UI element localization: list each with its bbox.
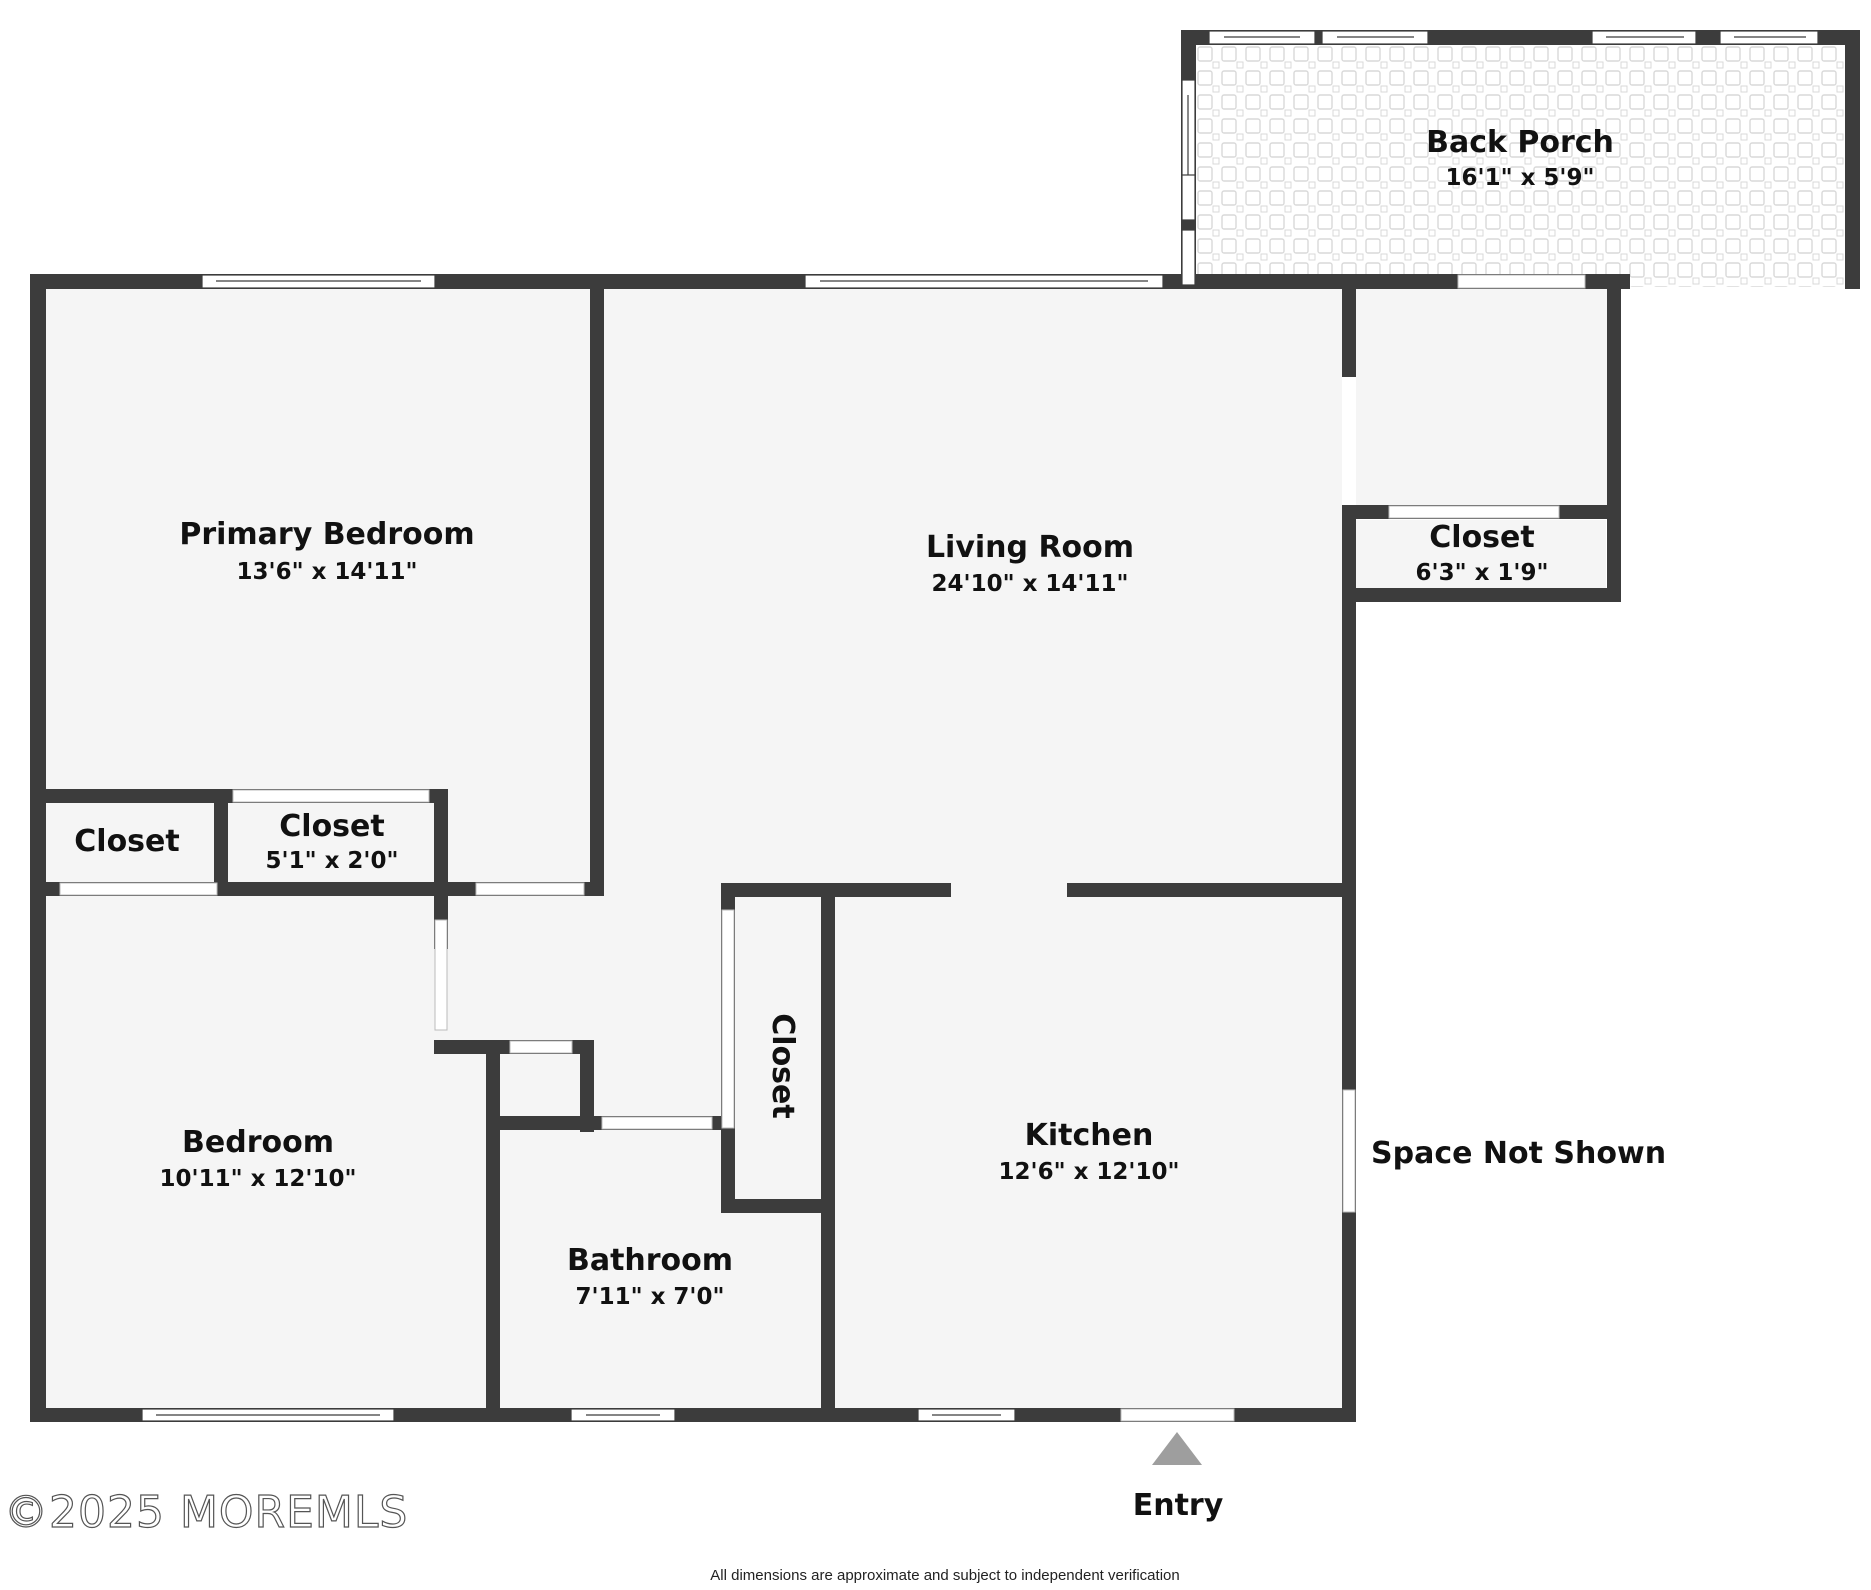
door-linen[interactable] <box>509 1040 573 1054</box>
doors <box>59 274 1586 1422</box>
room-bedroom: Bedroom 10'11" x 12'10" <box>160 1125 357 1192</box>
window-porch-top-4 <box>1719 30 1819 45</box>
window-kitchen <box>917 1408 1016 1422</box>
room-closet-5x2: Closet 5'1" x 2'0" <box>266 809 399 874</box>
door-bedroom[interactable] <box>434 919 448 1031</box>
room-name: Bedroom <box>182 1125 334 1160</box>
space-not-shown-label: Space Not Shown <box>1371 1136 1666 1171</box>
door-space-not-shown[interactable] <box>1342 1089 1356 1213</box>
disclaimer-text: All dimensions are approximate and subje… <box>710 1567 1179 1584</box>
room-name: Closet <box>765 1013 800 1118</box>
room-name: Closet <box>279 809 384 844</box>
room-name: Bathroom <box>567 1243 733 1278</box>
window-porch-top-3 <box>1591 30 1697 45</box>
room-name: Closet <box>74 824 179 859</box>
entry-arrow-icon <box>1152 1432 1202 1465</box>
room-dimensions: 6'3" x 1'9" <box>1416 560 1549 586</box>
window-bedroom <box>141 1408 395 1422</box>
room-dimensions: 10'11" x 12'10" <box>160 1166 357 1192</box>
window-porch-top-1 <box>1208 30 1316 45</box>
room-bathroom: Bathroom 7'11" x 7'0" <box>567 1243 733 1310</box>
room-closet-right: Closet 6'3" x 1'9" <box>1416 520 1549 586</box>
door-bathroom[interactable] <box>601 1116 713 1130</box>
window-primary-bedroom <box>201 274 436 289</box>
room-name: Back Porch <box>1426 125 1614 160</box>
door-primary-bedroom[interactable] <box>475 882 585 896</box>
room-dimensions: 12'6" x 12'10" <box>999 1159 1180 1185</box>
main-floor <box>46 289 1342 1409</box>
window-porch-top-2 <box>1321 30 1429 45</box>
room-name: Primary Bedroom <box>179 517 474 552</box>
room-dimensions: 13'6" x 14'11" <box>237 559 418 585</box>
window-porch-left-1 <box>1181 79 1196 189</box>
room-dimensions: 5'1" x 2'0" <box>266 848 399 874</box>
door-hall-closet[interactable] <box>721 909 735 1129</box>
room-closet-hall: Closet <box>765 1013 800 1118</box>
windows <box>141 30 1819 1422</box>
room-back-porch: Back Porch 16'1" x 5'9" <box>1426 125 1614 191</box>
room-living-room: Living Room 24'10" x 14'11" <box>926 530 1134 597</box>
room-name: Living Room <box>926 530 1134 565</box>
room-dimensions: 24'10" x 14'11" <box>932 571 1129 597</box>
room-dimensions: 7'11" x 7'0" <box>576 1284 725 1310</box>
entry-label: Entry <box>1133 1488 1224 1523</box>
floors <box>46 45 1846 1409</box>
door-left-closet[interactable] <box>59 882 218 896</box>
door-closet-5x2[interactable] <box>232 789 430 803</box>
room-primary-bedroom: Primary Bedroom 13'6" x 14'11" <box>179 517 474 585</box>
hall-alcove-floor <box>1356 289 1616 507</box>
room-name: Kitchen <box>1025 1118 1154 1153</box>
window-bathroom <box>570 1408 676 1422</box>
window-living-room <box>804 274 1164 289</box>
window-porch-left-3 <box>1181 174 1196 221</box>
room-closet-left: Closet <box>74 824 179 859</box>
window-porch-left-2 <box>1181 229 1196 286</box>
copyright-watermark: ©2025 MOREMLS <box>4 1487 408 1538</box>
door-back-porch[interactable] <box>1457 274 1586 289</box>
room-name: Closet <box>1429 520 1534 555</box>
door-right-closet[interactable] <box>1388 505 1560 519</box>
back-porch-tile-floor <box>1196 45 1846 287</box>
room-dimensions: 16'1" x 5'9" <box>1446 165 1595 191</box>
room-kitchen: Kitchen 12'6" x 12'10" <box>999 1118 1180 1185</box>
door-entry[interactable] <box>1120 1408 1235 1422</box>
